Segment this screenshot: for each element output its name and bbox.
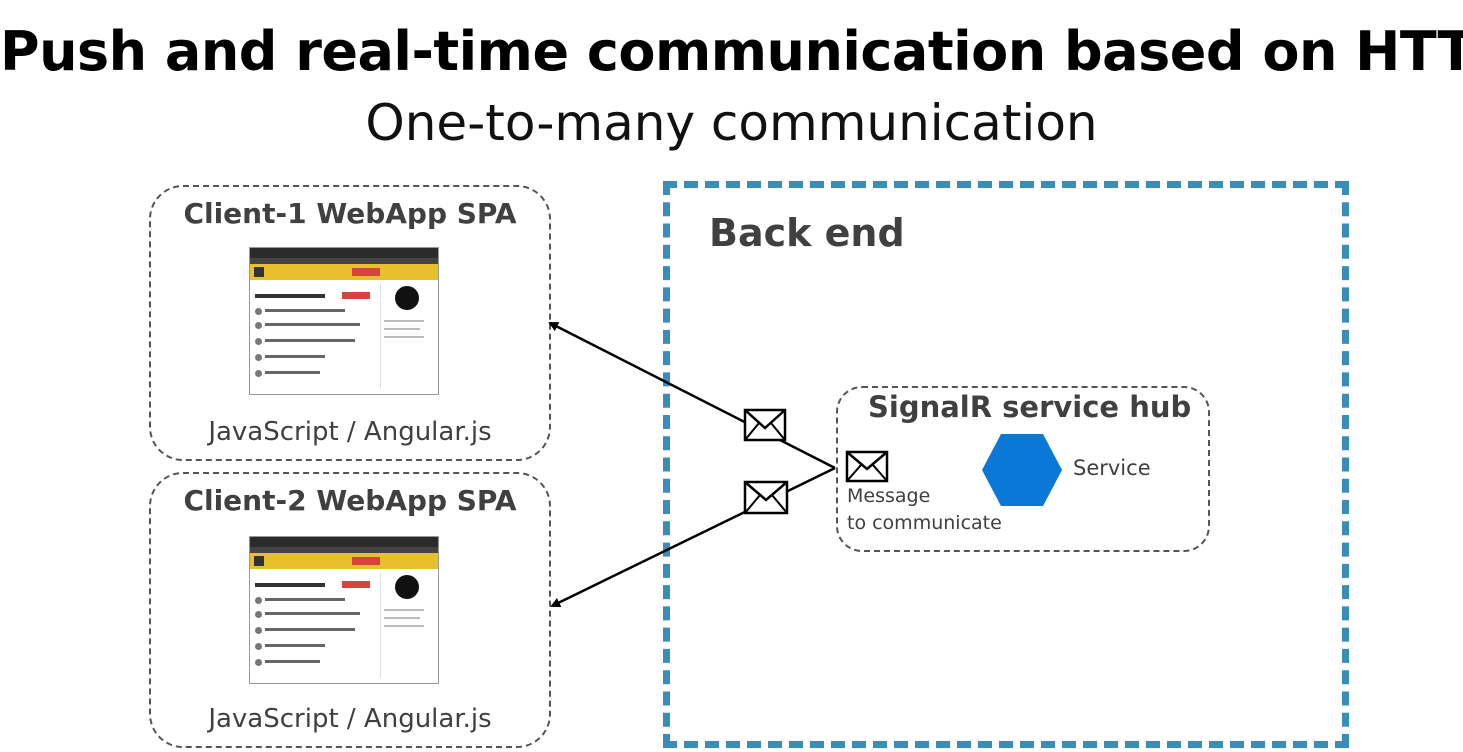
client-2-tech: JavaScript / Angular.js [208,704,492,734]
client-1-app-screenshot [249,247,439,395]
page-title: Push and real-time communication based o… [0,20,1463,83]
signalr-hub-title: SignalR service hub [868,390,1192,424]
envelope-icon-2 [743,480,789,515]
client-2-title: Client-2 WebApp SPA [183,484,517,517]
message-label-line1: Message [847,485,931,507]
client-2-box: Client-2 WebApp SPA JavaScript / Angular… [149,472,551,748]
service-hexagon-icon [982,434,1062,506]
backend-container [663,181,1349,748]
client-1-title: Client-1 WebApp SPA [183,197,517,230]
arrow-to-client-2 [550,466,836,608]
message-label-line2: to communicate [847,512,1002,534]
page-subtitle: One-to-many communication [365,94,1098,152]
hub-envelope-icon [845,450,889,483]
backend-label: Back end [709,211,905,255]
client-2-app-screenshot [249,536,439,684]
client-1-tech: JavaScript / Angular.js [208,417,492,447]
service-label: Service [1073,456,1151,480]
envelope-icon-1 [743,408,787,442]
client-1-box: Client-1 WebApp SPA JavaScript / Angular… [149,185,551,461]
arrow-to-client-1 [548,321,836,470]
